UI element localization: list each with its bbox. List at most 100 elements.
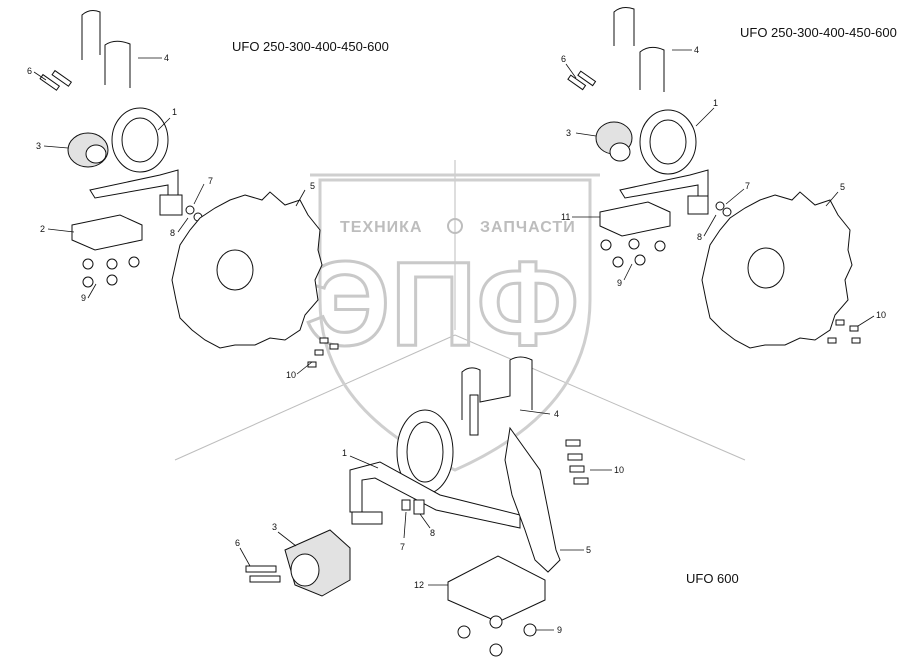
leader-bottom-4 bbox=[519, 409, 551, 415]
callout-right-8: 8 bbox=[697, 232, 702, 242]
bolt-bottom-10c bbox=[569, 465, 585, 473]
disc-bolt-left-a bbox=[314, 349, 324, 356]
leader-left-9 bbox=[87, 283, 97, 299]
callout-right-3: 3 bbox=[566, 128, 571, 138]
spring-clamp-left bbox=[159, 194, 183, 216]
bolt-left-b bbox=[51, 69, 73, 87]
leader-right-3 bbox=[575, 132, 597, 137]
leader-bottom-7 bbox=[403, 511, 407, 539]
bearing-left bbox=[85, 144, 107, 164]
callout-bottom-4: 4 bbox=[554, 409, 559, 419]
disc-bolt-right-c bbox=[827, 337, 837, 344]
callouts-right: 6 4 1 3 7 5 11 8 9 10 bbox=[561, 45, 886, 320]
separator-right-diagonal bbox=[454, 334, 746, 461]
nut-right-9e bbox=[634, 254, 646, 266]
callout-left-9: 9 bbox=[81, 293, 86, 303]
disc-bolt-left-c bbox=[319, 337, 329, 344]
callout-left-10: 10 bbox=[286, 370, 296, 380]
nut-right-9d bbox=[612, 256, 624, 268]
leader-bottom-8 bbox=[419, 513, 431, 529]
leader-left-7 bbox=[193, 183, 205, 205]
nut-left-9b bbox=[106, 258, 118, 270]
u-bolt-left-1 bbox=[81, 10, 101, 60]
leader-right-1 bbox=[695, 107, 715, 127]
callout-right-11: 11 bbox=[561, 212, 570, 222]
callout-right-4: 4 bbox=[694, 45, 699, 55]
nut-left-9c bbox=[128, 256, 140, 268]
callouts-bottom: 4 10 1 3 6 7 8 5 12 9 bbox=[235, 409, 624, 635]
callout-bottom-10: 10 bbox=[614, 465, 624, 475]
bolt-bottom-10d bbox=[573, 477, 589, 485]
title-bottom: UFO 600 bbox=[686, 571, 739, 586]
callout-left-8: 8 bbox=[170, 228, 175, 238]
assembly-left bbox=[33, 10, 339, 375]
callout-left-7: 7 bbox=[208, 176, 213, 186]
callout-right-5: 5 bbox=[840, 182, 845, 192]
assembly-bottom bbox=[239, 356, 612, 657]
callout-bottom-6: 6 bbox=[235, 538, 240, 548]
disc-bolt-right-b bbox=[849, 325, 859, 332]
bolt-right-a bbox=[567, 74, 587, 91]
nut-bottom-8 bbox=[413, 499, 425, 515]
leader-right-6 bbox=[565, 63, 577, 79]
spring-coil-left-inner bbox=[121, 117, 159, 163]
nut-left-9e bbox=[106, 274, 118, 286]
callouts-left: 4 6 1 3 7 5 2 8 9 10 bbox=[27, 53, 315, 380]
callout-bottom-9: 9 bbox=[557, 625, 562, 635]
disc-bolt-right-d bbox=[851, 337, 861, 344]
disc-right-hub bbox=[747, 247, 785, 289]
leader-left-5 bbox=[295, 189, 306, 207]
nut-right-7a bbox=[715, 201, 725, 211]
bracket-left bbox=[71, 214, 143, 251]
leader-left-2 bbox=[47, 228, 75, 233]
bracket-bottom bbox=[447, 555, 546, 623]
u-bolt-right-2 bbox=[639, 46, 665, 92]
nut-right-9c bbox=[654, 240, 666, 252]
bolt-bottom-b bbox=[249, 575, 281, 583]
leader-right-9 bbox=[623, 263, 633, 281]
u-bolt-left-2 bbox=[104, 40, 131, 88]
leader-bottom-6 bbox=[239, 547, 251, 567]
spring-clamp-right bbox=[687, 195, 709, 215]
nut-bottom-9c bbox=[523, 623, 537, 637]
callout-bottom-3: 3 bbox=[272, 522, 277, 532]
watermark-gear-icon bbox=[447, 218, 463, 234]
leader-right-8 bbox=[703, 214, 717, 237]
watermark: ТЕХНИКА ЗАПЧАСТИ ЭПФ bbox=[304, 173, 600, 472]
leader-left-3 bbox=[43, 145, 69, 149]
nut-left-7a bbox=[185, 205, 195, 215]
callout-left-6: 6 bbox=[27, 66, 32, 76]
callout-left-3: 3 bbox=[36, 141, 41, 151]
watermark-shield-icon bbox=[318, 178, 592, 472]
callout-bottom-7: 7 bbox=[400, 542, 405, 552]
bolt-bottom-10b bbox=[567, 453, 583, 461]
leader-right-10 bbox=[857, 315, 875, 327]
leader-bottom-3 bbox=[277, 531, 297, 547]
spring-coil-right-inner bbox=[649, 119, 687, 165]
disc-bolt-right-a bbox=[835, 319, 845, 326]
nut-bottom-9b bbox=[489, 615, 503, 629]
disc-bottom bbox=[504, 426, 561, 573]
callout-right-1: 1 bbox=[713, 98, 718, 108]
callout-right-7: 7 bbox=[745, 181, 750, 191]
separator-left-diagonal bbox=[174, 334, 456, 461]
section-separators bbox=[174, 160, 746, 461]
callout-left-1: 1 bbox=[172, 107, 177, 117]
bracket-right bbox=[599, 201, 671, 237]
u-bolt-bottom-leg bbox=[469, 394, 479, 436]
leader-left-6 bbox=[33, 71, 47, 81]
washer-bottom-7 bbox=[401, 499, 411, 511]
callout-right-9: 9 bbox=[617, 278, 622, 288]
u-bolt-right-1 bbox=[613, 7, 635, 46]
callout-right-10: 10 bbox=[876, 310, 886, 320]
leader-right-5 bbox=[825, 191, 839, 207]
bolt-right-b bbox=[577, 70, 597, 87]
nut-right-7b bbox=[722, 207, 732, 217]
nut-right-9a bbox=[600, 239, 612, 251]
leader-bottom-1 bbox=[349, 455, 379, 469]
callout-left-5: 5 bbox=[310, 181, 315, 191]
leader-left-10 bbox=[296, 361, 313, 375]
nut-bottom-9d bbox=[489, 643, 503, 657]
watermark-word-left: ТЕХНИКА bbox=[340, 219, 423, 236]
callout-bottom-12: 12 bbox=[414, 580, 424, 590]
